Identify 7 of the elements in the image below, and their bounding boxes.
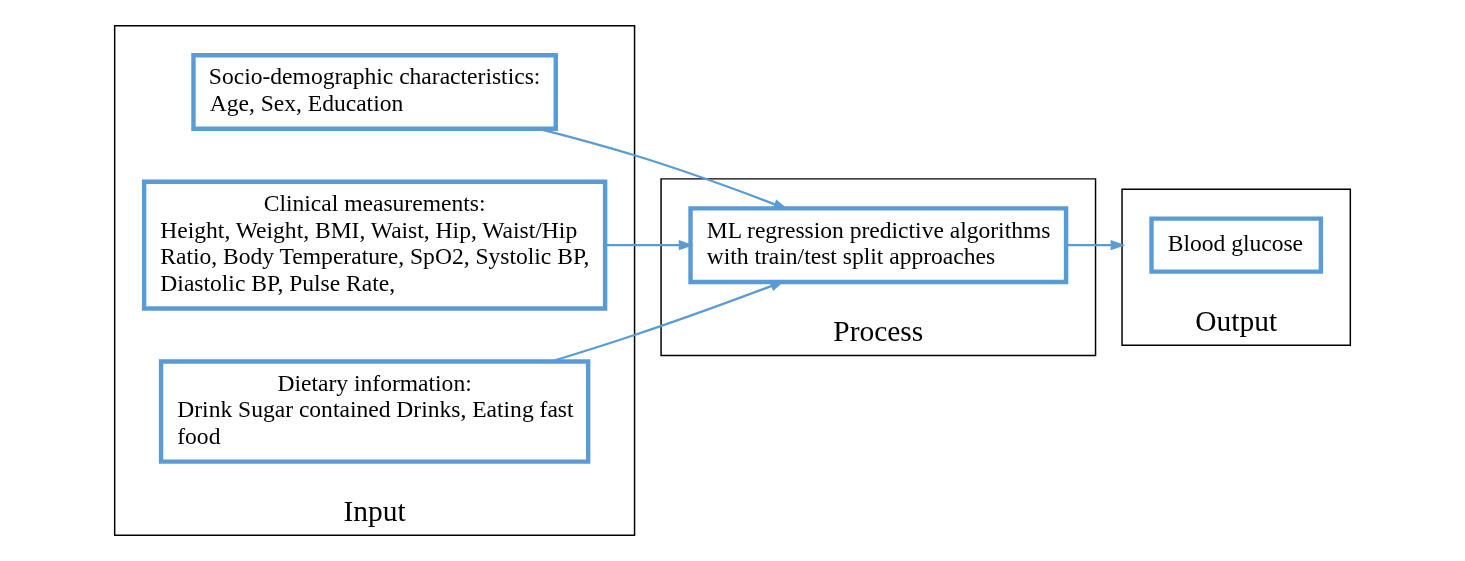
node-box: Clinical measurements: Height, Weight, BMI, Waist, Hip, Waist/Hip Ratio, Body Temperature, SpO2, Systolic BP, Diastolic BP, Pulse Rate, bbox=[141, 179, 608, 311]
node-box: Blood glucose bbox=[1149, 216, 1324, 274]
node-box: Dietary information: Drink Sugar contained Drinks, Eating fast food bbox=[158, 359, 591, 464]
node-box: Socio-demographic characteristics: Age, Sex, Education bbox=[191, 52, 558, 131]
arrow bbox=[1066, 240, 1126, 251]
node-box: ML regression predictive algorithms with train/test split approaches bbox=[688, 206, 1069, 285]
arrow bbox=[605, 240, 694, 251]
